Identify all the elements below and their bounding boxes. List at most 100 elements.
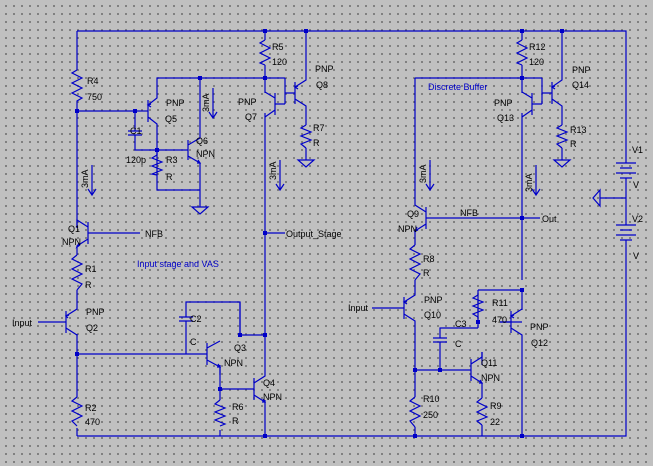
labels: R4 750 R5 120 R12 120 R3 R R7 R R13 R R1… [12, 42, 643, 427]
label-r9: R9 [490, 401, 502, 411]
label-c3-value: C [455, 339, 462, 349]
label-q14-type: PNP [572, 65, 591, 75]
label-c1: C1 [130, 126, 142, 136]
label-q2: Q2 [86, 323, 98, 333]
label-q12-type: PNP [530, 322, 549, 332]
transistor-q6 [180, 133, 202, 175]
voltage-sources [616, 160, 636, 252]
ground-symbol [592, 188, 601, 208]
label-current-q6: 3mA [201, 93, 211, 112]
label-q14: Q14 [572, 80, 589, 90]
transistor-q7 [264, 78, 286, 118]
capacitor-c1 [128, 130, 142, 143]
label-input-stage-vas: Input stage and VAS [137, 259, 219, 269]
label-r3: R3 [166, 155, 178, 165]
resistor-r8 [408, 244, 422, 281]
label-r8: R8 [423, 254, 435, 264]
transistor-q12 [500, 308, 523, 345]
label-q2-type: PNP [86, 307, 105, 317]
label-q9-type: NPN [398, 224, 417, 234]
transistor-q8 [285, 73, 307, 113]
label-q6-type: NPN [196, 149, 215, 159]
transistor-q1 [75, 218, 100, 249]
label-q13: Q13 [497, 113, 514, 123]
label-r5-value: 120 [272, 57, 287, 67]
resistor-r11 [471, 294, 485, 318]
label-q4-type: NPN [263, 392, 282, 402]
label-r6-value: R [232, 416, 239, 426]
ground-symbol [296, 159, 316, 168]
label-q5-type: PNP [166, 98, 185, 108]
label-v2: V2 [632, 214, 643, 224]
label-q3-type: NPN [224, 358, 243, 368]
transistor-q13 [521, 78, 543, 118]
resistor-r4 [70, 69, 84, 103]
label-v1: V1 [632, 145, 643, 155]
label-r1-value: R [85, 280, 92, 290]
current-arrows [87, 88, 541, 197]
transistor-q11 [462, 352, 484, 390]
label-q12: Q12 [531, 338, 548, 348]
transistor-q9 [413, 198, 440, 238]
label-r4: R4 [87, 76, 99, 86]
label-nfb-right: NFB [460, 208, 478, 218]
transistor-q2 [56, 305, 78, 337]
label-input-left: Input [12, 318, 33, 328]
label-r9-value: 22 [490, 417, 500, 427]
transistor-q4 [244, 370, 267, 403]
label-discrete-buffer: Discrete Buffer [428, 82, 487, 92]
label-q8: Q8 [316, 80, 328, 90]
label-r13: R13 [570, 125, 587, 135]
battery-v2 [616, 222, 636, 252]
label-q1-type: NPN [62, 237, 81, 247]
label-r7: R7 [313, 123, 325, 133]
resistor-r10 [408, 396, 422, 428]
resistor-r3 [149, 154, 164, 176]
ground-symbol [190, 206, 210, 215]
label-q13-type: PNP [494, 98, 513, 108]
capacitor-c3 [433, 337, 447, 350]
label-nfb-left: NFB [145, 229, 163, 239]
label-r3-value: R [166, 172, 173, 182]
label-r10-value: 250 [423, 410, 438, 420]
resistor-r6 [213, 399, 227, 427]
label-r2: R2 [85, 403, 97, 413]
label-r4-value: 750 [87, 92, 102, 102]
label-r11: R11 [492, 298, 508, 308]
label-c2-value: C [190, 337, 197, 347]
resistor-r9 [475, 397, 489, 426]
label-r11-value: 470 [492, 315, 507, 325]
label-current-output: 3mA [268, 161, 278, 180]
resistor-r13 [555, 124, 569, 149]
label-c1-value: 120p [126, 155, 146, 165]
ground-symbol [552, 159, 572, 168]
label-current-q9: 3mA [418, 164, 428, 183]
label-q11-type: NPN [481, 373, 500, 383]
label-r7-value: R [313, 138, 320, 148]
label-v2-value: V [633, 251, 639, 261]
label-q7-type: PNP [238, 97, 257, 107]
label-q1: Q1 [68, 224, 80, 234]
resistor-r12 [515, 39, 529, 66]
label-q10: Q10 [424, 310, 441, 320]
transistor-q3 [197, 340, 222, 375]
label-out: Out [542, 214, 557, 224]
label-c2: C2 [190, 314, 202, 324]
label-q11: Q11 [481, 358, 497, 368]
resistor-r5 [258, 39, 272, 66]
label-q8-type: PNP [315, 64, 334, 74]
resistor-r7 [299, 124, 313, 149]
wires [38, 30, 627, 437]
label-input-right: Input [348, 303, 369, 313]
label-q5: Q5 [165, 114, 177, 124]
label-r5: R5 [272, 42, 284, 52]
label-q6: Q6 [196, 136, 208, 146]
label-r12: R12 [529, 42, 546, 52]
capacitors [128, 130, 447, 350]
resistors [70, 39, 569, 428]
transistors [56, 73, 563, 403]
capacitor-c2 [179, 316, 193, 330]
label-c3: C3 [455, 319, 467, 329]
resistor-r1 [70, 254, 84, 291]
